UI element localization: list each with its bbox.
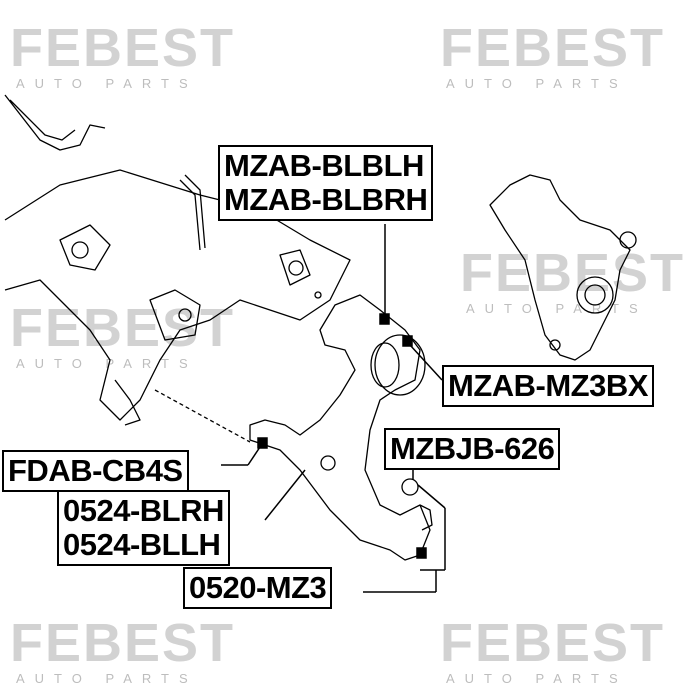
watermark-sub: AUTO PARTS <box>16 671 198 686</box>
part-number: MZAB-BLBLH <box>224 148 424 183</box>
stabilizer-bar <box>4 94 206 251</box>
part-number: 0524-BLRH <box>63 493 224 528</box>
steering-knuckle <box>489 174 631 361</box>
watermark-brand: FEBEST <box>440 18 666 78</box>
lower-control-arm <box>249 294 431 561</box>
watermark-sub: AUTO PARTS <box>446 671 628 686</box>
watermark-sub: AUTO PARTS <box>16 76 198 91</box>
label-0524-blrh-bllh: 0524-BLRH 0524-BLLH <box>57 490 230 566</box>
watermark-sub: AUTO PARTS <box>446 76 628 91</box>
watermark-brand: FEBEST <box>10 18 236 78</box>
watermark-brand: FEBEST <box>460 243 686 303</box>
label-mzbjb-626: MZBJB-626 <box>384 428 561 470</box>
label-fdab-cb4s: FDAB-CB4S <box>2 450 189 492</box>
label-mzab-mz3bx: MZAB-MZ3BX <box>442 365 654 407</box>
label-mzab-blblh-blbrh: MZAB-BLBLH MZAB-BLBRH <box>218 145 434 221</box>
watermark-brand: FEBEST <box>440 613 666 673</box>
part-number: MZAB-BLBRH <box>224 182 428 217</box>
leader-lines <box>221 224 446 593</box>
watermark-brand: FEBEST <box>10 613 236 673</box>
watermark-sub: AUTO PARTS <box>16 356 198 371</box>
label-0520-mz3: 0520-MZ3 <box>183 567 333 609</box>
part-number: 0524-BLLH <box>63 527 221 562</box>
